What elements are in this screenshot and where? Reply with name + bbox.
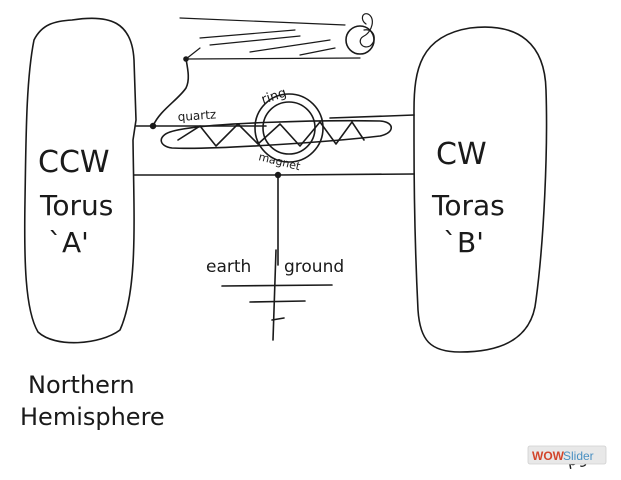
torus-b-outline <box>413 26 548 353</box>
ring-magnet-inner <box>262 101 316 155</box>
watermark-part-1: WOW <box>532 449 565 463</box>
quartz-label: quartz <box>177 107 216 124</box>
torus-a-direction: CCW <box>38 145 110 180</box>
quartz-coil-loop <box>160 119 393 150</box>
torus-a-outline <box>23 17 137 344</box>
region-line-1: Northern <box>28 371 135 399</box>
torus-a-tag: `A' <box>48 226 89 259</box>
ground-label-right: ground <box>284 257 344 277</box>
watermark-badge <box>527 445 607 465</box>
torus-b-tag: `B' <box>443 226 484 259</box>
ground-stem <box>272 174 279 341</box>
torus-b-direction: CW <box>436 137 487 172</box>
torus-b-name: Toras <box>431 189 505 222</box>
lead-wire <box>152 58 190 127</box>
ground-bar-top <box>221 284 333 287</box>
watermark-part-2: Slider <box>563 449 594 463</box>
ring-label: ring <box>260 86 289 108</box>
middle-wire <box>133 173 415 176</box>
torus-a-name: Torus <box>39 189 113 222</box>
region-line-2: Hemisphere <box>20 403 165 431</box>
figure-head-swirl <box>359 13 375 48</box>
coil-zigzag <box>177 121 365 147</box>
ring-magnet-outer <box>254 93 324 163</box>
ground-tick <box>271 317 285 321</box>
ground-bar-bottom <box>249 300 306 303</box>
ground-label-left: earth <box>206 257 251 277</box>
reclining-figure <box>179 17 361 60</box>
